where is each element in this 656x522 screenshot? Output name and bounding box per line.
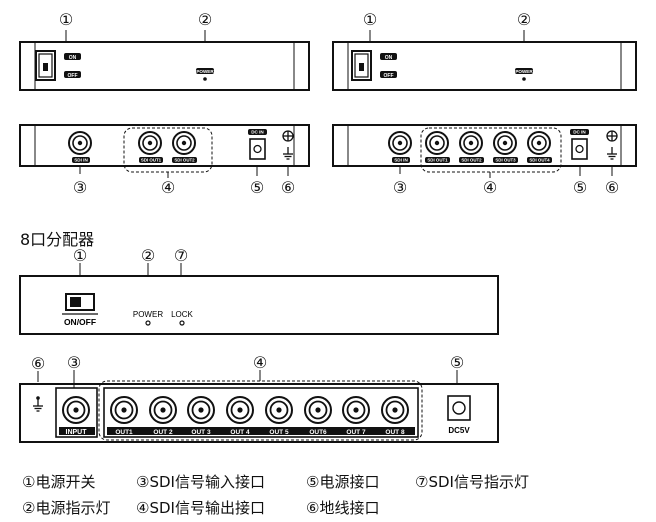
legend-item: ④SDI信号输出接口 (136, 499, 265, 517)
off-label: OFF (68, 73, 78, 79)
sdi-out1-connector-icon (138, 131, 162, 155)
callout-2: ② (141, 246, 155, 265)
callout-6: ⑥ (605, 178, 619, 197)
out6-label: OUT6 (309, 429, 327, 436)
power-switch-icon (35, 50, 56, 81)
out7-label: OUT 7 (346, 429, 366, 436)
dc-in-jack-icon (575, 144, 584, 154)
sdi-in-label: SDI IN (74, 158, 88, 163)
out8-connector-icon (381, 396, 409, 424)
sdi-out1-label: SDI OUT1 (141, 158, 162, 163)
power-led-icon (145, 320, 151, 326)
dc5v-jack-icon (452, 401, 466, 415)
dc-in-jack-icon (253, 144, 262, 154)
callout-6: ⑥ (31, 354, 45, 373)
out8-label: OUT 8 (385, 429, 405, 436)
out5-label: OUT 5 (269, 429, 289, 436)
legend-item: ①电源开关 (22, 473, 96, 491)
rear-panel-8port (19, 370, 499, 443)
dc5v-label: DC5V (448, 426, 470, 435)
callout-3: ③ (393, 178, 407, 197)
legend-item: ③SDI信号输入接口 (136, 473, 265, 491)
callout-1: ① (73, 246, 87, 265)
ground-screw-icon (282, 130, 294, 142)
legend-row-2: ②电源指示灯 ④SDI信号输出接口 ⑥地线接口 (22, 497, 379, 518)
legend-item: ⑦SDI信号指示灯 (415, 473, 529, 491)
sdi-out3-label: SDI OUT3 (495, 158, 516, 163)
ground-screw-icon (606, 130, 618, 142)
callout-4: ④ (253, 353, 267, 372)
sdi-out1-label: SDI OUT1 (427, 158, 448, 163)
callout-7: ⑦ (174, 246, 188, 265)
front-panel-2port (19, 30, 310, 91)
on-off-label: ON/OFF (64, 317, 96, 327)
power-switch-icon (65, 293, 95, 311)
legend-item: ②电源指示灯 (22, 499, 111, 517)
sdi-out2-label: SDI OUT2 (174, 158, 195, 163)
out3-label: OUT 3 (191, 429, 211, 436)
out1-connector-icon (110, 396, 138, 424)
dc-in-label: DC IN (573, 130, 586, 135)
sdi-out4-label: SDI OUT4 (529, 158, 550, 163)
out6-connector-icon (304, 396, 332, 424)
rear-panel-4port (332, 124, 637, 178)
sdi-out2-connector-icon (459, 131, 483, 155)
power-indicator-label: POWER (515, 69, 533, 74)
lock-led-icon (179, 320, 185, 326)
callout-6: ⑥ (281, 178, 295, 197)
sdi-in-connector-icon (68, 131, 92, 155)
out4-label: OUT 4 (230, 429, 250, 436)
sdi-out1-connector-icon (425, 131, 449, 155)
callout-3: ③ (67, 353, 81, 372)
section-title: 8口分配器 (20, 230, 95, 249)
power-switch-icon (351, 50, 372, 81)
callout-2: ② (517, 10, 531, 29)
sdi-in-connector-icon (388, 131, 412, 155)
callout-1: ① (59, 10, 73, 29)
power-label: POWER (133, 310, 163, 319)
front-panel-4port (332, 30, 637, 91)
front-panel-8port (19, 263, 499, 335)
callout-5: ⑤ (573, 178, 587, 197)
power-indicator-label: POWER (196, 69, 214, 74)
out3-connector-icon (187, 396, 215, 424)
callout-1: ① (363, 10, 377, 29)
callout-5: ⑤ (250, 178, 264, 197)
out2-connector-icon (149, 396, 177, 424)
sdi-in-label: SDI IN (394, 158, 408, 163)
out1-label: OUT1 (115, 429, 133, 436)
callout-2: ② (198, 10, 212, 29)
off-label: OFF (384, 73, 394, 79)
out7-connector-icon (342, 396, 370, 424)
callout-4: ④ (483, 178, 497, 197)
legend-item: ⑥地线接口 (306, 499, 380, 517)
callout-5: ⑤ (450, 353, 464, 372)
out2-label: OUT 2 (153, 429, 173, 436)
sdi-out4-connector-icon (527, 131, 551, 155)
callout-4: ④ (161, 178, 175, 197)
on-label: ON (385, 55, 393, 61)
sdi-out2-label: SDI OUT2 (461, 158, 482, 163)
input-connector-icon (62, 396, 90, 424)
rear-panel-2port (19, 124, 310, 178)
sdi-out2-connector-icon (172, 131, 196, 155)
legend-row-1: ①电源开关 ③SDI信号输入接口 ⑤电源接口 ⑦SDI信号指示灯 (22, 471, 529, 492)
dc-in-label: DC IN (251, 130, 264, 135)
out5-connector-icon (265, 396, 293, 424)
sdi-out3-connector-icon (493, 131, 517, 155)
on-label: ON (69, 55, 77, 61)
lock-label: LOCK (171, 310, 193, 319)
callout-3: ③ (73, 178, 87, 197)
legend-item: ⑤电源接口 (306, 473, 380, 491)
out4-connector-icon (226, 396, 254, 424)
input-label: INPUT (66, 429, 88, 436)
